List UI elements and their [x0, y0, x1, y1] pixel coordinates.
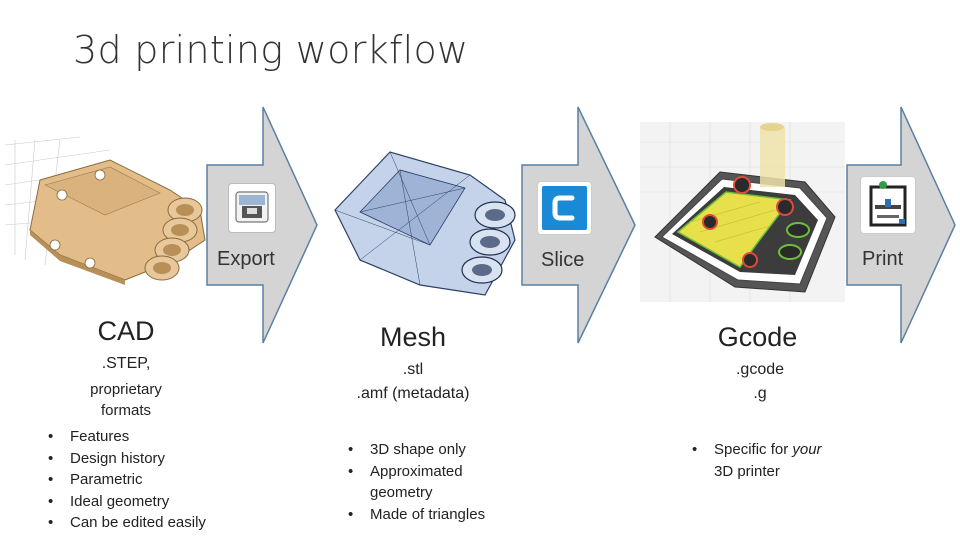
- slice-label: Slice: [541, 249, 585, 271]
- mesh-formats: .stl .amf (metadata): [318, 358, 508, 406]
- list-item: Can be edited easily: [48, 512, 248, 534]
- gcode-format-line: .gcode: [735, 361, 785, 378]
- cad-format-line: proprietary: [90, 381, 162, 398]
- 3d-printer-icon: [860, 176, 916, 234]
- cad-format-line: .STEP,: [101, 355, 151, 372]
- cad-bullet-list: Features Design history Parametric Ideal…: [48, 426, 248, 534]
- list-item-text: geometry: [370, 484, 433, 501]
- list-item: Ideal geometry: [48, 491, 248, 513]
- list-item: Features: [48, 426, 248, 448]
- mesh-bullet-list: 3D shape only Approximated geometry Made…: [348, 439, 518, 525]
- mesh-title: Mesh: [379, 322, 447, 352]
- list-item-text: 3D printer: [714, 462, 780, 480]
- list-item: Approximated geometry: [348, 461, 518, 504]
- list-item-text: Specific for: [714, 441, 793, 458]
- cad-format-line: formats: [100, 402, 151, 419]
- gcode-formats: .gcode .g: [700, 358, 820, 406]
- list-item: Design history: [48, 448, 248, 470]
- list-item: Specific for your 3D printer: [692, 439, 872, 482]
- list-item: Made of triangles: [348, 504, 518, 526]
- list-item: Parametric: [48, 469, 248, 491]
- cad-model-image: [4, 136, 206, 285]
- list-item-text: Approximated: [370, 462, 463, 480]
- mesh-format-line: .amf (metadata): [356, 385, 470, 402]
- list-item: 3D shape only: [348, 439, 518, 461]
- mesh-model-image: [334, 151, 516, 296]
- mesh-format-line: .stl: [402, 361, 424, 378]
- cad-formats: .STEP, proprietary formats: [66, 353, 186, 421]
- cad-title: CAD: [97, 316, 155, 346]
- print-label: Print: [862, 248, 904, 270]
- gcode-title: Gcode: [717, 322, 798, 352]
- gcode-format-line: .g: [753, 385, 767, 402]
- export-label: Export: [217, 248, 275, 270]
- export-app-icon: [228, 183, 276, 233]
- cura-slicer-icon: [537, 181, 592, 235]
- list-item-emphasis: your: [792, 441, 822, 458]
- gcode-bullet-list: Specific for your 3D printer: [692, 439, 872, 482]
- page-title: 3d printing workflow: [73, 28, 469, 72]
- gcode-preview-image: [640, 122, 845, 302]
